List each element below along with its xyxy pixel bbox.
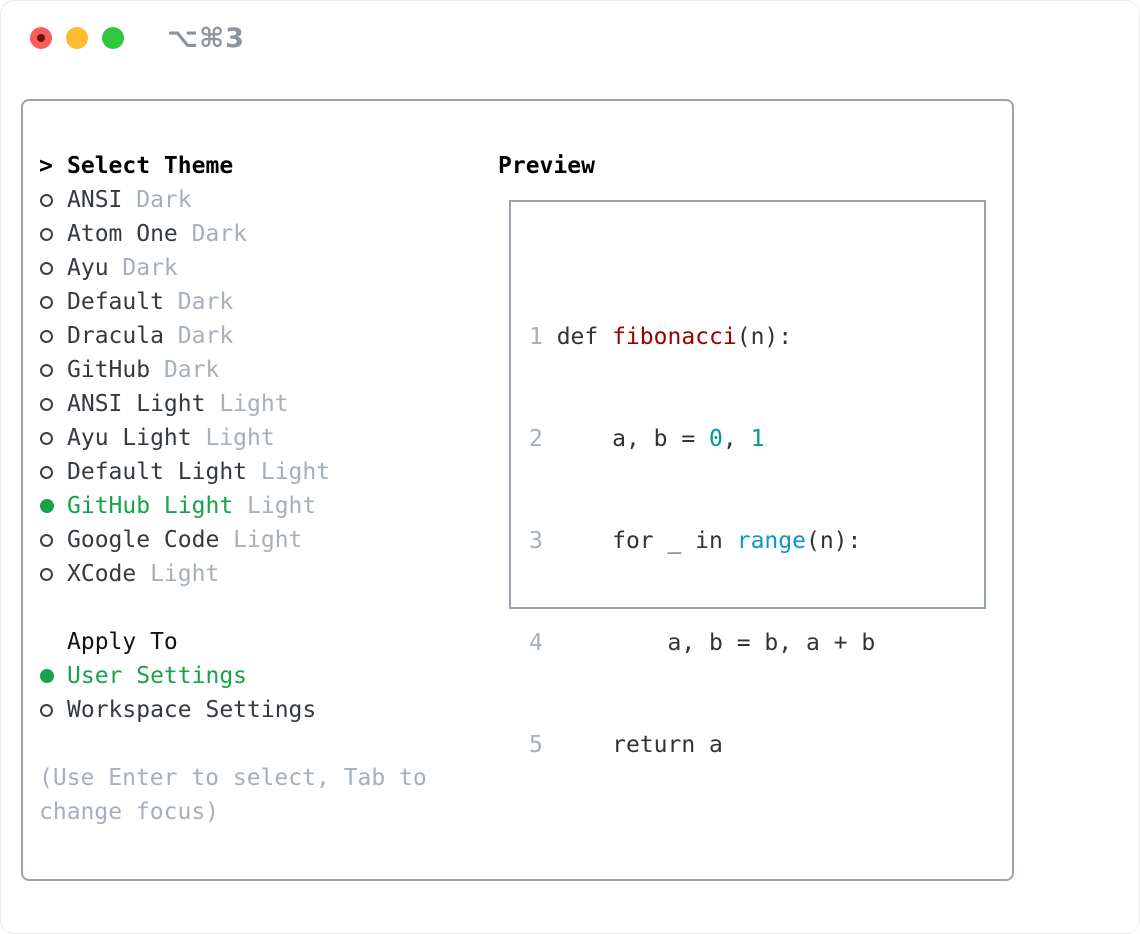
spacer <box>39 591 427 625</box>
theme-variant: Dark <box>191 221 248 247</box>
preview-title: Preview <box>498 153 595 179</box>
theme-option-default-light[interactable]: Default Light Light <box>39 455 427 489</box>
theme-name: Ayu Light <box>67 425 192 451</box>
radio-icon <box>39 431 67 445</box>
spacer <box>39 727 427 761</box>
zoom-button[interactable] <box>102 27 124 49</box>
theme-name: GitHub <box>67 357 151 383</box>
radio-icon <box>39 567 67 581</box>
theme-name: Ayu <box>67 255 109 281</box>
radio-icon <box>39 363 67 377</box>
theme-option-google-code[interactable]: Google Code Light <box>39 523 427 557</box>
code-line: 2 a, b = 0, 1 <box>529 426 765 452</box>
apply-option-user-settings[interactable]: User Settings <box>39 659 427 693</box>
theme-name: XCode <box>67 561 137 587</box>
preview-box: 1 def fibonacci(n): 2 a, b = 0, 1 3 for … <box>509 200 986 758</box>
theme-name: Google Code <box>67 527 220 553</box>
radio-selected-icon <box>39 669 67 683</box>
apply-option-label: User Settings <box>67 663 248 689</box>
theme-name: Default <box>67 289 164 315</box>
radio-icon <box>39 397 67 411</box>
theme-name: ANSI Light <box>67 391 206 417</box>
theme-variant: Light <box>247 493 317 519</box>
theme-variant: Light <box>260 459 331 485</box>
help-text-line-2: change focus) <box>39 799 220 825</box>
theme-variant: Dark <box>136 187 192 213</box>
radio-icon <box>39 227 67 241</box>
theme-option-atom-one-dark[interactable]: Atom One Dark <box>39 217 427 251</box>
radio-icon <box>39 295 67 309</box>
theme-option-dracula-dark[interactable]: Dracula Dark <box>39 319 427 353</box>
theme-variant: Light <box>205 425 275 451</box>
radio-icon <box>39 533 67 547</box>
theme-name: Dracula <box>67 323 164 349</box>
theme-option-xcode[interactable]: XCode Light <box>39 557 427 591</box>
theme-variant: Dark <box>177 289 234 315</box>
code-line: 3 for _ in range(n): <box>529 528 862 554</box>
radio-icon <box>39 465 67 479</box>
theme-option-github-light[interactable]: GitHub Light Light <box>39 489 427 523</box>
code-preview: 1 def fibonacci(n): 2 a, b = 0, 1 3 for … <box>511 202 984 933</box>
theme-name: Default Light <box>67 459 248 485</box>
window-title: ⌥⌘3 <box>167 23 245 54</box>
theme-variant: Dark <box>177 323 234 349</box>
code-line: 5 return a <box>529 732 723 758</box>
theme-name: ANSI <box>67 187 123 213</box>
radio-icon <box>39 261 67 275</box>
theme-variant: Light <box>219 391 289 417</box>
select-theme-title: Select Theme <box>67 153 234 179</box>
theme-variant: Dark <box>122 255 178 281</box>
blank-line <box>529 830 984 864</box>
theme-variant: Light <box>233 527 303 553</box>
theme-variant: Light <box>150 561 220 587</box>
code-line: 1 def fibonacci(n): <box>529 324 793 350</box>
apply-to-label: Apply To <box>67 629 178 655</box>
theme-variant: Dark <box>163 357 220 383</box>
code-line: 4 a, b = b, a + b <box>529 630 876 656</box>
theme-name: Atom One <box>67 221 178 247</box>
apply-to-header: Apply To <box>39 625 427 659</box>
radio-icon <box>39 329 67 343</box>
minimize-button[interactable] <box>66 27 88 49</box>
prompt-caret-icon: > <box>39 153 53 179</box>
theme-option-github-dark[interactable]: GitHub Dark <box>39 353 427 387</box>
theme-list: > Select Theme ANSI Dark Atom One Dark A… <box>39 149 427 829</box>
theme-name: GitHub Light <box>67 493 234 519</box>
theme-option-ayu-dark[interactable]: Ayu Dark <box>39 251 427 285</box>
help-text-line-1: (Use Enter to select, Tab to <box>39 765 427 791</box>
theme-option-ayu-light[interactable]: Ayu Light Light <box>39 421 427 455</box>
theme-option-ansi-light[interactable]: ANSI Light Light <box>39 387 427 421</box>
theme-option-ansi-dark[interactable]: ANSI Dark <box>39 183 427 217</box>
titlebar: ⌥⌘3 <box>1 1 1139 76</box>
theme-option-default-dark[interactable]: Default Dark <box>39 285 427 319</box>
theme-selector-panel: > Select Theme ANSI Dark Atom One Dark A… <box>21 99 1014 881</box>
radio-selected-icon <box>39 499 67 513</box>
theme-list-header: > Select Theme <box>39 149 427 183</box>
radio-icon <box>39 193 67 207</box>
apply-option-label: Workspace Settings <box>67 697 317 723</box>
apply-option-workspace-settings[interactable]: Workspace Settings <box>39 693 427 727</box>
close-button[interactable] <box>30 27 52 49</box>
radio-icon <box>39 703 67 717</box>
